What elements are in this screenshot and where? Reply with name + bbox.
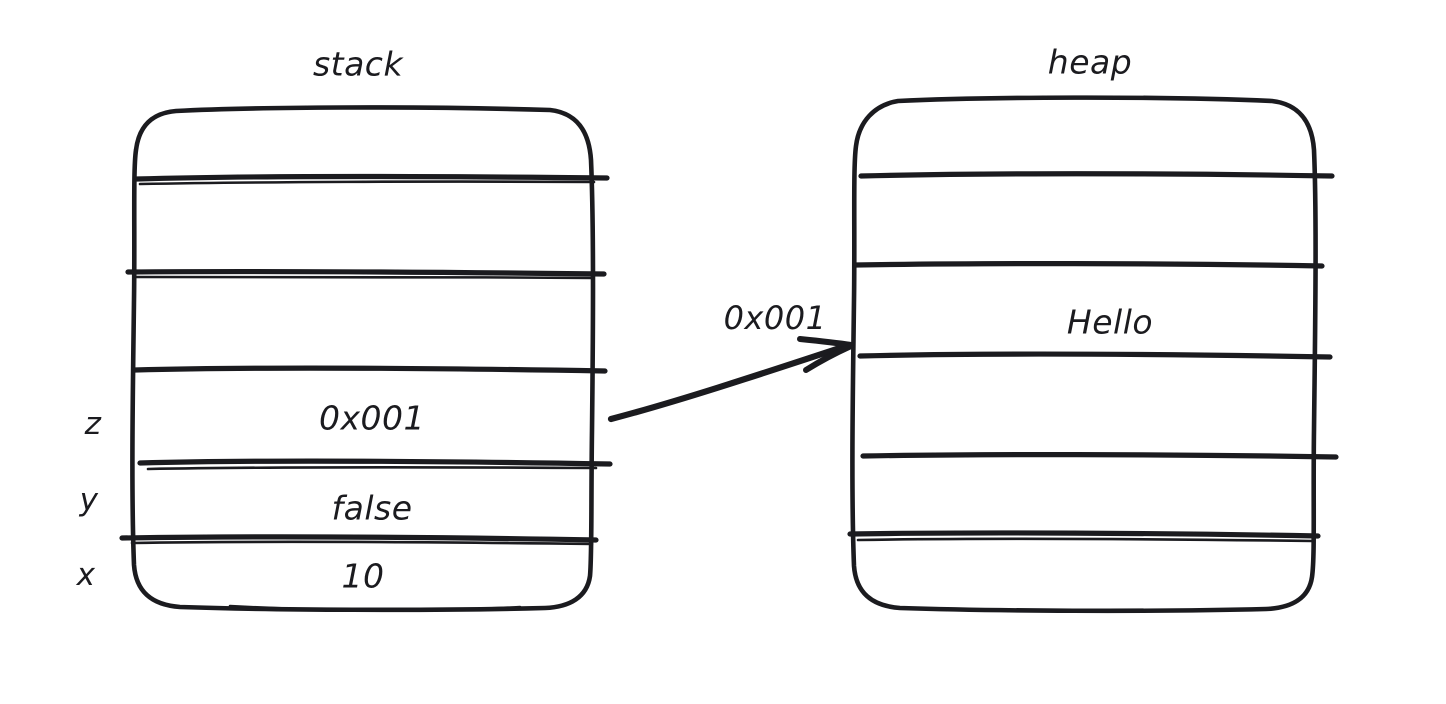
stack-cell-value-z: 0x001 — [318, 398, 426, 438]
pointer-arrow-head-2 — [803, 343, 854, 373]
stack-var-label-x: x — [76, 557, 96, 593]
stack-var-label-y: y — [79, 482, 99, 518]
stack-var-label-z: z — [84, 406, 102, 442]
heap-divider-4 — [860, 452, 1339, 460]
heap-divider-3 — [857, 351, 1333, 360]
stack-divider-5b — [130, 540, 594, 546]
stack-divider-5 — [119, 534, 599, 543]
stack-divider-4b — [146, 466, 598, 471]
heap-divider-2 — [853, 261, 1325, 269]
pointer-arrow-shaft — [607, 341, 853, 423]
heap-title: heap — [1047, 42, 1133, 82]
stack-box-outline — [130, 105, 596, 613]
stack-cell-value-y: false — [331, 488, 413, 528]
stack-cell-value-x: 10 — [341, 556, 385, 596]
heap-box-outline — [850, 95, 1318, 614]
stack-divider-2 — [125, 269, 607, 277]
stack-divider-1b — [138, 180, 596, 186]
stack-divider-3 — [132, 365, 608, 374]
heap-divider-1 — [858, 171, 1335, 179]
stack-title: stack — [312, 44, 404, 84]
stack-bottom-wobble — [228, 604, 522, 612]
stack-divider-4 — [137, 458, 613, 467]
heap-cell-value-hello: Hello — [1066, 302, 1154, 342]
pointer-address-label: 0x001 — [723, 299, 827, 337]
stack-divider-1 — [134, 174, 610, 182]
stack-box — [119, 105, 613, 613]
heap-divider-5b — [856, 537, 1314, 543]
stack-divider-2b — [134, 275, 594, 280]
heap-divider-5 — [847, 530, 1321, 539]
pointer-arrow-head — [797, 336, 854, 348]
heap-box — [847, 95, 1339, 614]
pointer-arrow — [607, 336, 854, 423]
